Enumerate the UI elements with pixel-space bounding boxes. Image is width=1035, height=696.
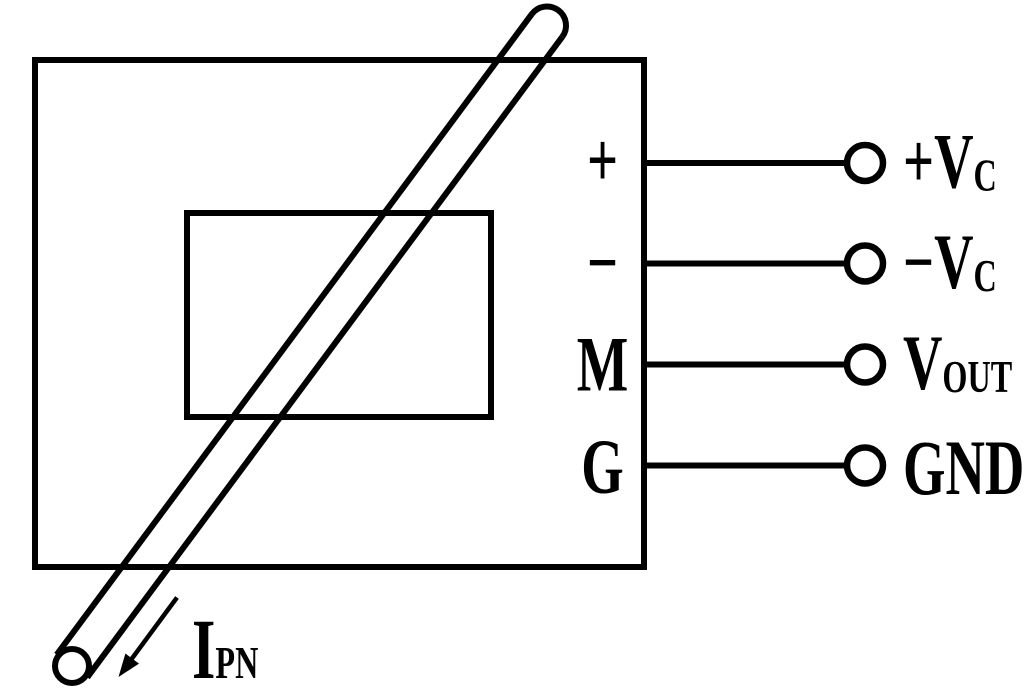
pin-label-plus: +: [587, 117, 618, 204]
terminal-circle-vout: [843, 343, 887, 386]
svg-text:G: G: [581, 423, 623, 510]
current-symbol: I: [192, 603, 215, 696]
label-minus-vc: −VC: [903, 218, 997, 305]
current-arrow-head-icon: [118, 653, 139, 677]
current-arrow-shaft: [128, 596, 179, 662]
primary-current-label: IPN: [192, 603, 259, 696]
svg-text:GND: GND: [903, 424, 1024, 511]
conductor-top-cap: [529, 3, 569, 39]
label-plus-vc: +VC: [903, 118, 997, 205]
label-plus-vc-sub: C: [974, 150, 997, 201]
label-minus-vc-sub: C: [974, 250, 997, 301]
pin-label-g: G: [581, 423, 623, 510]
label-gnd-main: GND: [903, 424, 1024, 511]
aperture-window: [184, 210, 494, 420]
terminal-circle-minus-vc: [843, 242, 887, 285]
current-subscript: PN: [215, 637, 258, 688]
label-minus-vc-main: −V: [903, 218, 974, 305]
pin-label-m: M: [577, 321, 629, 408]
label-vout-main: V: [903, 319, 942, 406]
svg-text:−: −: [587, 219, 618, 306]
svg-text:−VC: −VC: [903, 218, 997, 305]
terminal-circle-plus-vc: [843, 141, 887, 185]
terminal-circle-gnd: [843, 444, 887, 487]
label-vout-sub: OUT: [942, 351, 1012, 402]
svg-text:+: +: [587, 117, 618, 204]
sensor-body-outline: [32, 57, 647, 570]
svg-text:M: M: [577, 321, 629, 408]
svg-text:VOUT: VOUT: [903, 319, 1012, 406]
conductor-side-left: [54, 12, 535, 657]
label-gnd: GND: [903, 424, 1024, 511]
svg-text:IPN: IPN: [192, 603, 259, 696]
label-plus-vc-main: +V: [903, 118, 974, 205]
conductor-side-right: [84, 35, 565, 680]
conductor-end-face: [52, 646, 92, 686]
svg-text:+VC: +VC: [903, 118, 997, 205]
pin-label-minus: −: [587, 219, 618, 306]
label-vout: VOUT: [903, 319, 1012, 406]
